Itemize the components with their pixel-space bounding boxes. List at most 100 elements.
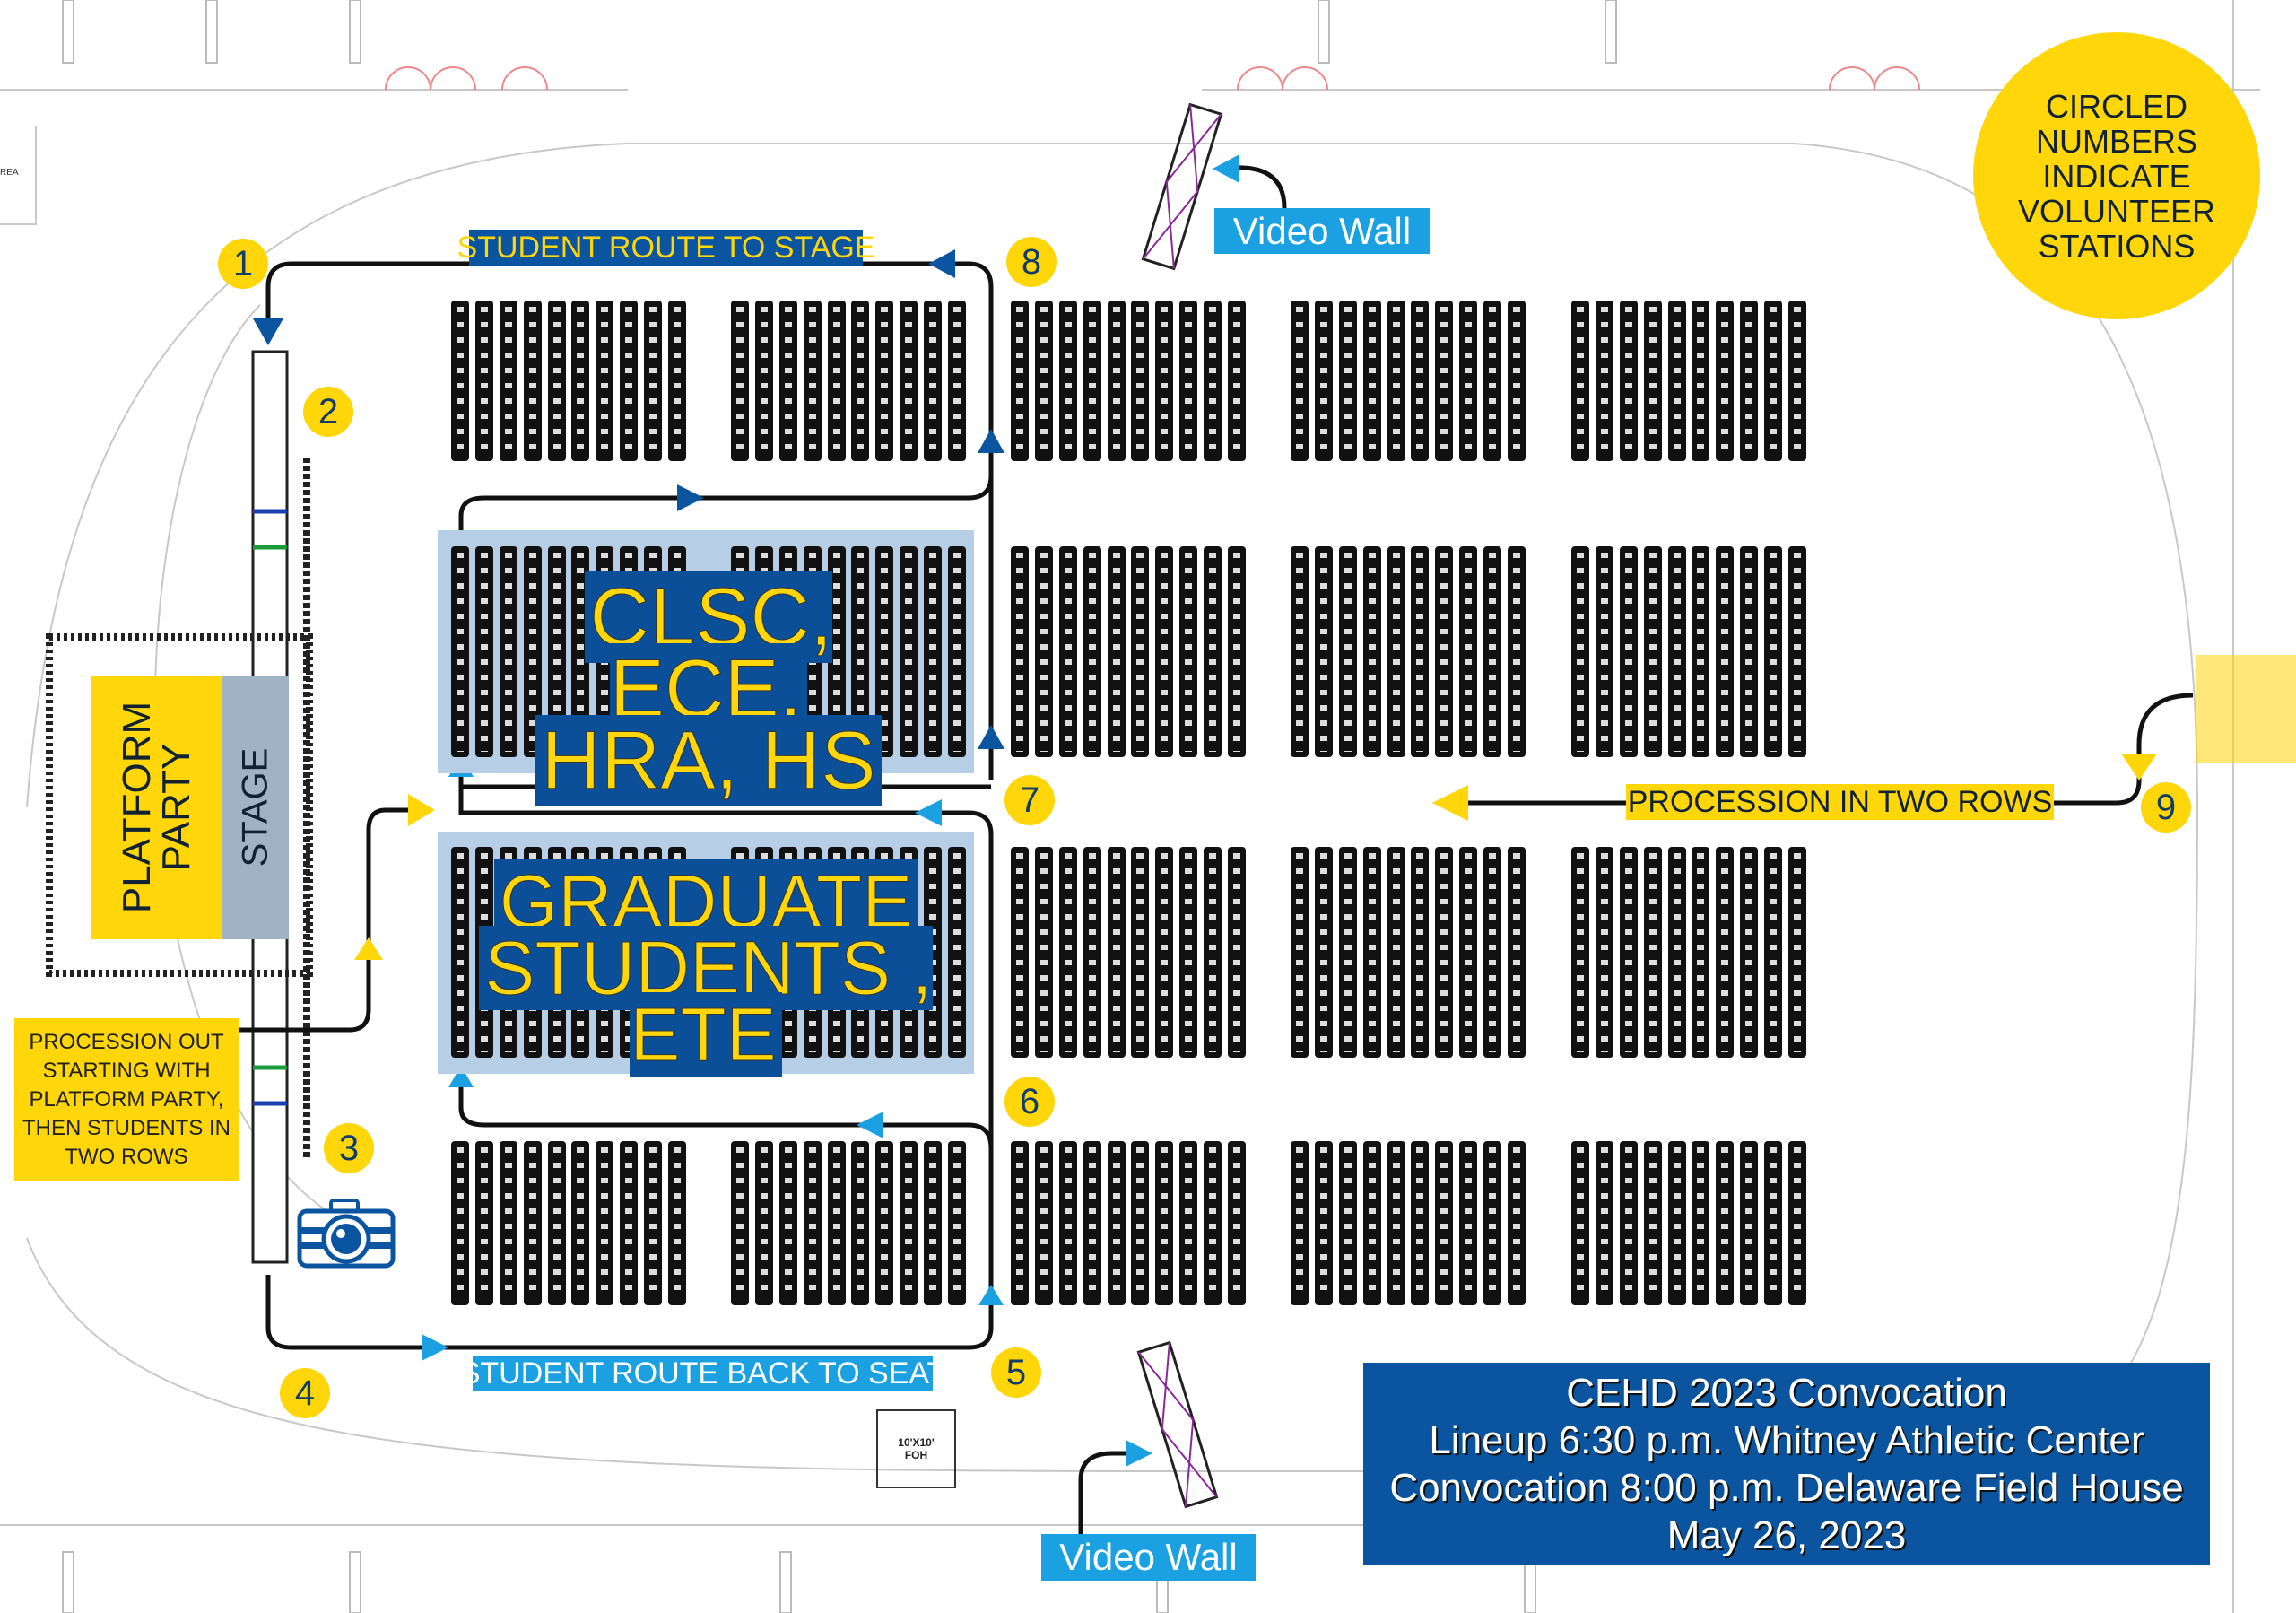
chair-row: [1083, 546, 1101, 757]
chair-row: [644, 1141, 662, 1305]
seating-block: [451, 301, 686, 461]
chair-row: [1155, 847, 1174, 1058]
video-wall-label-top: Video Wall: [1214, 208, 1430, 254]
chair-row: [547, 1141, 566, 1305]
procession-in-label: PROCESSION IN TWO ROWS: [1626, 784, 2054, 820]
chair-row: [1411, 546, 1430, 757]
event-convocation: Convocation 8:00 p.m. Delaware Field Hou…: [1389, 1465, 2184, 1510]
chair-row: [1338, 1141, 1357, 1305]
chair-row: [851, 546, 870, 757]
procession-out-line4: THEN STUDENTS IN: [22, 1115, 230, 1140]
procession-out-line1: PROCESSION OUT: [29, 1029, 224, 1054]
chair-row: [1740, 1141, 1759, 1305]
seating-block: [1291, 546, 1526, 757]
chair-row: [1692, 1141, 1710, 1305]
chair-row: [1787, 546, 1806, 757]
chair-row: [1291, 301, 1309, 461]
legend-line3: INDICATE: [2042, 157, 2191, 195]
chair-row: [1058, 546, 1077, 757]
arrow-up-icon: [354, 937, 383, 960]
chair-row: [924, 301, 942, 461]
chair-row: [1619, 1141, 1638, 1305]
chair-row: [1619, 546, 1638, 757]
chair-row: [1155, 301, 1174, 461]
platform-party-label: PLATFORM PARTY: [114, 701, 198, 914]
chair-row: [1483, 847, 1501, 1058]
chair-row: [1034, 546, 1053, 757]
chair-row: [1764, 847, 1782, 1058]
stage-label: STAGE: [235, 747, 275, 868]
chair-row: [827, 1141, 846, 1305]
arrow-left-icon: [915, 799, 942, 826]
chair-row: [499, 301, 517, 461]
foh-size: 10'X10': [898, 1436, 935, 1449]
chair-row: [1571, 546, 1589, 757]
chair-row: [1291, 847, 1309, 1058]
chair-row: [474, 301, 493, 461]
platform-party-line1: PLATFORM: [114, 701, 159, 914]
chair-row: [1643, 301, 1662, 461]
seating-block: [1011, 1141, 1246, 1305]
chair-row: [778, 301, 797, 461]
chair-row: [523, 1141, 542, 1305]
chair-row: [644, 301, 662, 461]
chair-row: [1338, 301, 1357, 461]
chair-row: [924, 546, 942, 757]
group1-title: CLSC, ECE, HRA, HS: [475, 571, 942, 806]
chair-row: [1034, 847, 1053, 1058]
chair-row: [1764, 301, 1782, 461]
legend-line4: VOLUNTEER: [2017, 192, 2216, 230]
video-wall-label-bottom: Video Wall: [1041, 1534, 1256, 1581]
route-return-lower: [458, 1077, 994, 1149]
arrow-up-icon: [978, 1285, 1004, 1305]
procession-in-line: [1450, 693, 2194, 806]
chair-row: [1058, 1141, 1077, 1305]
arrow-left-icon: [857, 1112, 883, 1138]
chair-row: [803, 1141, 822, 1305]
arrow-left-icon: [928, 249, 955, 278]
chair-row: [947, 546, 966, 757]
chair-row: [1483, 1141, 1501, 1305]
chair-row: [851, 1141, 870, 1305]
chair-row: [1362, 847, 1381, 1058]
chair-row: [1227, 546, 1246, 757]
chair-row: [1787, 1141, 1806, 1305]
chair-row: [1107, 301, 1126, 461]
chair-row: [451, 1141, 469, 1305]
foh-label: FOH: [904, 1449, 928, 1461]
chair-row: [1507, 546, 1526, 757]
chair-row: [1507, 1141, 1526, 1305]
chair-row: [1204, 1141, 1222, 1305]
chair-row: [1314, 301, 1333, 461]
event-date: May 26, 2023: [1666, 1513, 1907, 1557]
chair-row: [1716, 546, 1735, 757]
chair-row: [1643, 1141, 1662, 1305]
chair-row: [947, 1141, 966, 1305]
chair-row: [547, 301, 566, 461]
chair-row: [547, 546, 566, 757]
station-5: 5: [991, 1347, 1041, 1398]
arrow-up-icon: [448, 1066, 474, 1087]
arrow-right-icon: [422, 1334, 448, 1361]
route-inner-loop-top: [458, 475, 994, 534]
chair-row: [1083, 301, 1101, 461]
chair-row: [596, 1141, 614, 1305]
chair-row: [1667, 1141, 1686, 1305]
seating-block: [1011, 301, 1246, 461]
student-route-to-stage-label: STUDENT ROUTE TO STAGE: [457, 230, 875, 266]
chair-row: [1131, 1141, 1150, 1305]
chair-row: [1131, 847, 1150, 1058]
group1-line1: CLSC, ECE,: [584, 571, 833, 735]
door-swings: [385, 66, 1920, 91]
chair-row: [523, 546, 542, 757]
chair-row: [1716, 847, 1735, 1058]
volunteer-stations-legend: CIRCLED NUMBERS INDICATE VOLUNTEER STATI…: [1973, 32, 2260, 319]
chair-row: [667, 1141, 686, 1305]
chair-row: [1179, 546, 1198, 757]
arrow-up-icon: [978, 725, 1004, 749]
chair-row: [596, 301, 614, 461]
chair-row: [1716, 1141, 1735, 1305]
station-1: 1: [218, 239, 268, 289]
chair-row: [1483, 301, 1501, 461]
